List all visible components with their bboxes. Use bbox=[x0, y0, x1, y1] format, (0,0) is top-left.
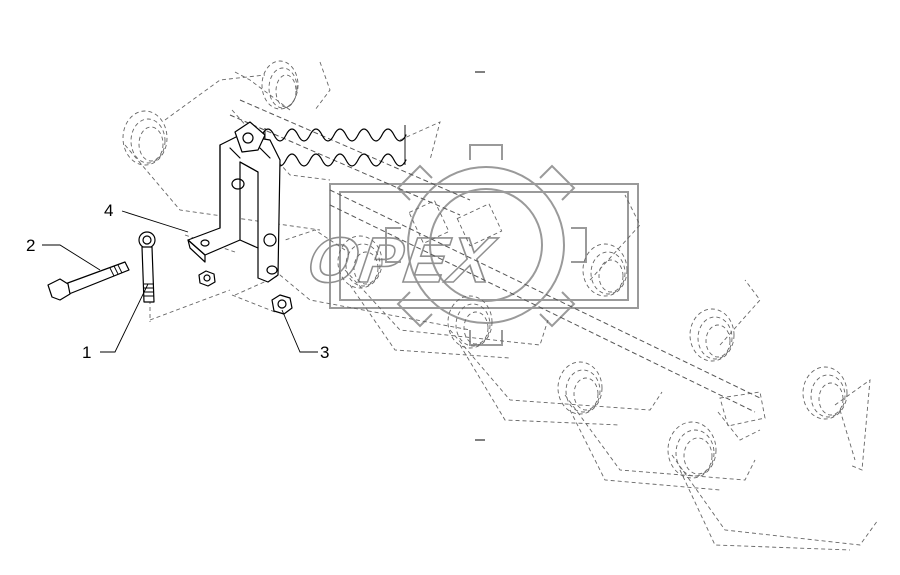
watermark-logo: OPEX bbox=[303, 144, 639, 346]
bolt bbox=[47, 261, 130, 301]
tension-spring bbox=[261, 125, 407, 168]
callout-4: 4 bbox=[104, 201, 113, 220]
mounting-bracket bbox=[187, 121, 281, 283]
callout-leaders bbox=[42, 210, 318, 353]
eye-bolt bbox=[138, 231, 156, 303]
watermark-text: OPEX bbox=[303, 224, 501, 296]
hex-nut-small bbox=[198, 270, 216, 287]
callout-2: 2 bbox=[26, 236, 35, 255]
registration-marks bbox=[475, 71, 485, 441]
callout-3: 3 bbox=[320, 343, 329, 362]
tine-assembly-outline bbox=[122, 60, 879, 551]
hex-nut-large bbox=[271, 294, 293, 315]
callout-1: 1 bbox=[82, 343, 91, 362]
